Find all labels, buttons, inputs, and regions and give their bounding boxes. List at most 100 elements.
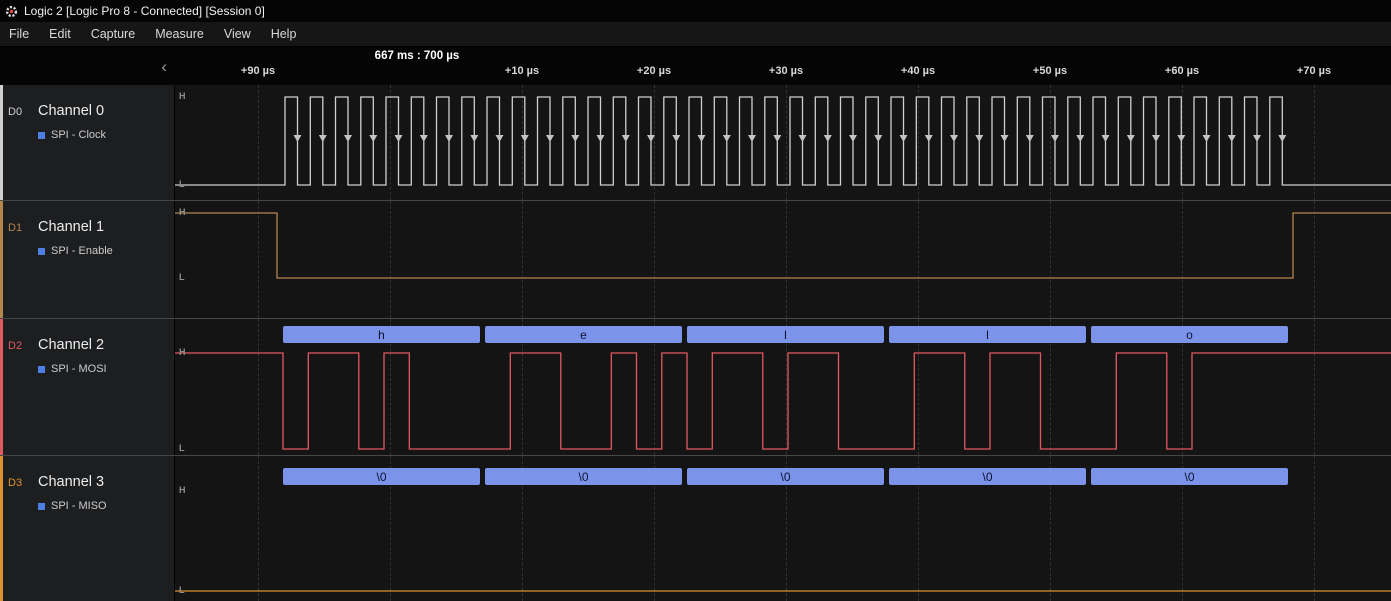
gridline — [654, 456, 655, 601]
timeline-ruler[interactable]: 667 ms : 700 µs +90 µs +10 µs +20 µs +30 µs… — [175, 47, 1391, 85]
timeline-tick-label: +90 µs — [240, 65, 276, 77]
gridline — [1050, 319, 1051, 455]
spi-decode-bubble[interactable]: o — [1091, 326, 1288, 343]
gridline — [918, 456, 919, 601]
low-level-label: L — [179, 443, 185, 453]
clock-edge-marker-icon — [1025, 135, 1034, 142]
clock-edge-marker-icon — [445, 135, 453, 142]
channel-index-label: D1 — [8, 222, 23, 234]
high-level-label: H — [179, 91, 186, 101]
enable-trace — [175, 212, 1391, 279]
low-level-label: L — [179, 585, 185, 595]
gridline — [918, 201, 919, 318]
clock-edge-marker-icon — [344, 135, 352, 142]
channel-panel-d3[interactable]: D3 Channel 3 SPI - MISO — [0, 456, 175, 601]
menu-edit[interactable]: Edit — [49, 27, 71, 41]
collapse-sidebar-chevron[interactable]: ‹ — [161, 56, 167, 76]
analyzer-color-swatch — [38, 247, 45, 255]
channel-color-stripe — [0, 201, 3, 318]
gridline — [654, 319, 655, 455]
menu-capture[interactable]: Capture — [90, 27, 136, 41]
clock-edge-marker-icon — [1202, 135, 1211, 142]
clock-edge-marker-icon — [1253, 135, 1261, 142]
gridline — [1314, 319, 1315, 455]
spi-decode-bubble[interactable]: \0 — [1091, 468, 1288, 485]
timeline-tick-label: +30 µs — [768, 65, 804, 77]
clock-edge-marker-icon — [874, 135, 883, 142]
clock-edge-marker-icon — [495, 135, 504, 142]
gridline — [1182, 319, 1183, 455]
clock-edge-marker-icon — [748, 135, 756, 142]
gridline — [522, 85, 523, 200]
clock-edge-marker-icon — [798, 135, 807, 142]
channel-name: Channel 3 — [38, 474, 105, 490]
clock-edge-marker-icon — [924, 135, 933, 142]
clock-edge-marker-icon — [369, 135, 378, 142]
gridline — [522, 319, 523, 455]
gridline — [1314, 201, 1315, 318]
channel-color-stripe — [0, 319, 3, 455]
gridline — [1182, 85, 1183, 200]
spi-decode-bubble[interactable]: e — [485, 326, 682, 343]
spi-decode-bubble[interactable]: \0 — [889, 468, 1086, 485]
analyzer-color-swatch — [38, 365, 45, 373]
menu-file[interactable]: File — [9, 27, 30, 41]
menu-measure[interactable]: Measure — [155, 27, 204, 41]
gridline — [390, 85, 391, 200]
clock-edge-marker-icon — [1152, 135, 1160, 142]
clock-edge-marker-icon — [419, 135, 428, 142]
channel-color-stripe — [0, 456, 3, 601]
gridline — [1050, 201, 1051, 318]
window-title: Logic 2 [Logic Pro 8 - Connected] [Sessi… — [24, 4, 265, 18]
spi-decode-bubble[interactable]: \0 — [283, 468, 480, 485]
gridline — [522, 456, 523, 601]
channel-panel-d2[interactable]: D2 Channel 2 SPI - MOSI — [0, 319, 175, 455]
low-level-label: L — [179, 179, 185, 189]
flat_low-trace — [175, 590, 1391, 592]
clock-edge-marker-icon — [1177, 135, 1186, 142]
timeline-major-timestamp: 667 ms : 700 µs — [374, 50, 460, 62]
spi-decode-bubble[interactable]: \0 — [687, 468, 884, 485]
spi-decode-bubble[interactable]: l — [889, 326, 1086, 343]
high-level-label: H — [179, 207, 186, 217]
clock-edge-marker-icon — [546, 135, 554, 142]
clock-edge-marker-icon — [823, 135, 832, 142]
gridline — [390, 319, 391, 455]
spi-decode-bubble[interactable]: h — [283, 326, 480, 343]
channel-index-label: D2 — [8, 340, 23, 352]
channel-name: Channel 1 — [38, 219, 105, 235]
timeline-tick-label: +70 µs — [1296, 65, 1332, 77]
clock-edge-marker-icon — [470, 135, 479, 142]
clock-edge-marker-icon — [950, 135, 958, 142]
clock-edge-marker-icon — [1076, 135, 1085, 142]
clock-edge-marker-icon — [520, 135, 529, 142]
gridline — [1050, 85, 1051, 200]
gridline — [390, 201, 391, 318]
menu-view[interactable]: View — [223, 27, 251, 41]
gridline — [258, 85, 259, 200]
channel-panel-d1[interactable]: D1 Channel 1 SPI - Enable — [0, 201, 175, 318]
spi-decode-bubble[interactable]: l — [687, 326, 884, 343]
clock-edge-marker-icon — [1101, 135, 1110, 142]
gridline — [654, 201, 655, 318]
gridline — [654, 85, 655, 200]
channel-panel-d0[interactable]: D0 Channel 0 SPI - Clock — [0, 85, 175, 200]
menu-help[interactable]: Help — [270, 27, 297, 41]
clock-edge-marker-icon — [1051, 135, 1059, 142]
gridline — [390, 456, 391, 601]
clock-trace — [175, 96, 1391, 186]
gridline — [918, 319, 919, 455]
channel-index-label: D0 — [8, 106, 23, 118]
timeline-tick-label: +10 µs — [504, 65, 540, 77]
menu-bar: File Edit Capture Measure View Help — [0, 22, 1391, 47]
timeline-tick-label: +50 µs — [1032, 65, 1068, 77]
timeline-tick-label: +20 µs — [636, 65, 672, 77]
spi-decode-bubble[interactable]: \0 — [485, 468, 682, 485]
